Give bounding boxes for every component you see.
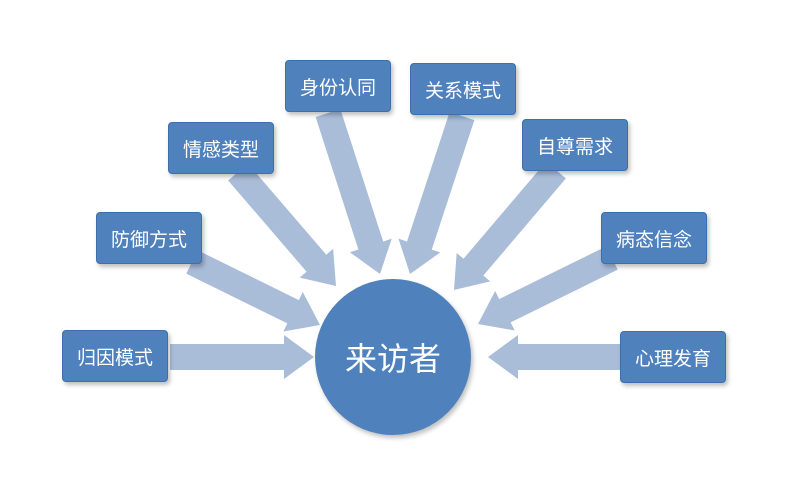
node-belief: 病态信念 <box>601 212 707 264</box>
arrow-attribution <box>170 335 314 379</box>
node-development: 心理发育 <box>620 331 726 383</box>
arrow-development <box>488 335 620 379</box>
node-self-esteem: 自尊需求 <box>522 119 628 171</box>
arrow-belief <box>478 246 618 331</box>
node-identity: 身份认同 <box>285 60 391 112</box>
arrow-emotion <box>228 163 336 286</box>
node-emotion: 情感类型 <box>168 122 274 174</box>
center-node: 来访者 <box>315 279 471 435</box>
arrow-defense <box>186 250 320 332</box>
node-attribution: 归因模式 <box>62 330 168 382</box>
node-relationship: 关系模式 <box>410 63 516 115</box>
arrow-identity <box>315 109 392 274</box>
arrow-relationship <box>398 111 475 274</box>
node-defense: 防御方式 <box>96 212 202 264</box>
arrow-self-esteem <box>454 161 566 290</box>
